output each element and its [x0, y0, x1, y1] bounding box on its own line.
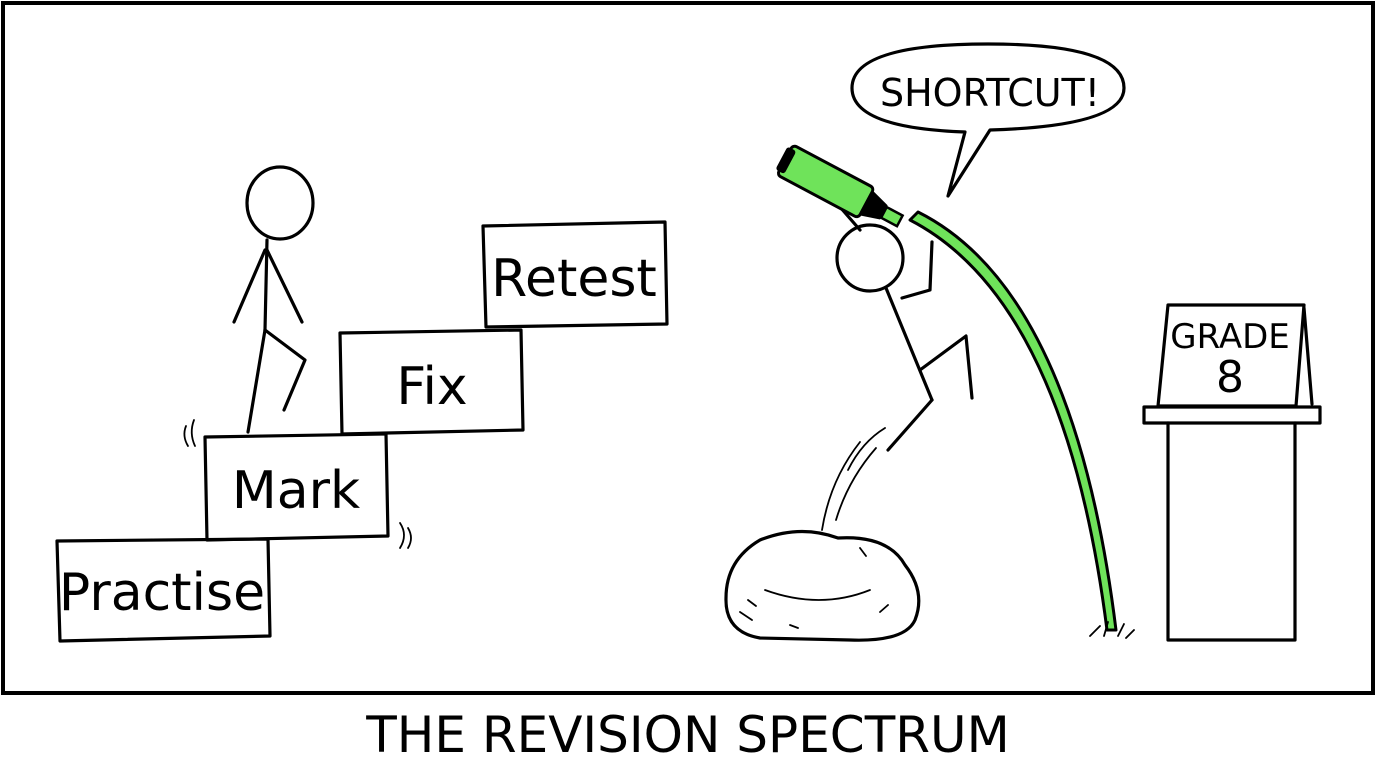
jump-motion-lines [821, 427, 886, 531]
wobble-marks-left [183, 419, 196, 447]
comic-caption: THE REVISION SPECTRUM [365, 706, 1009, 764]
step-mark: Mark [203, 432, 390, 542]
step-label-practise: Practise [59, 563, 265, 623]
grade-sign: GRADE 8 [1156, 303, 1314, 408]
staircase: Practise Mark Fix Retest [55, 220, 669, 643]
grade-sign-line2: 8 [1216, 352, 1244, 403]
beanbag-icon [724, 529, 921, 642]
wobble-marks-right [399, 522, 412, 549]
speech-bubble-text: SHORTCUT! [880, 71, 1100, 115]
step-label-fix: Fix [396, 357, 467, 417]
podium-icon: GRADE 8 [1142, 303, 1322, 642]
highlighter-pole [908, 210, 1118, 632]
stick-figure-icon [232, 165, 315, 434]
speech-bubble: SHORTCUT! [850, 42, 1126, 198]
vaulting-stick-figure-icon [825, 190, 974, 452]
grass-tuft [1089, 621, 1135, 639]
step-fix: Fix [338, 328, 525, 436]
step-label-mark: Mark [232, 461, 360, 521]
step-retest: Retest [481, 220, 669, 329]
step-label-retest: Retest [491, 249, 657, 309]
step-practise: Practise [55, 537, 272, 643]
grade-sign-line1: GRADE [1170, 317, 1290, 357]
highlighter-pen-icon [776, 144, 905, 228]
panel-frame [1, 1, 1375, 695]
